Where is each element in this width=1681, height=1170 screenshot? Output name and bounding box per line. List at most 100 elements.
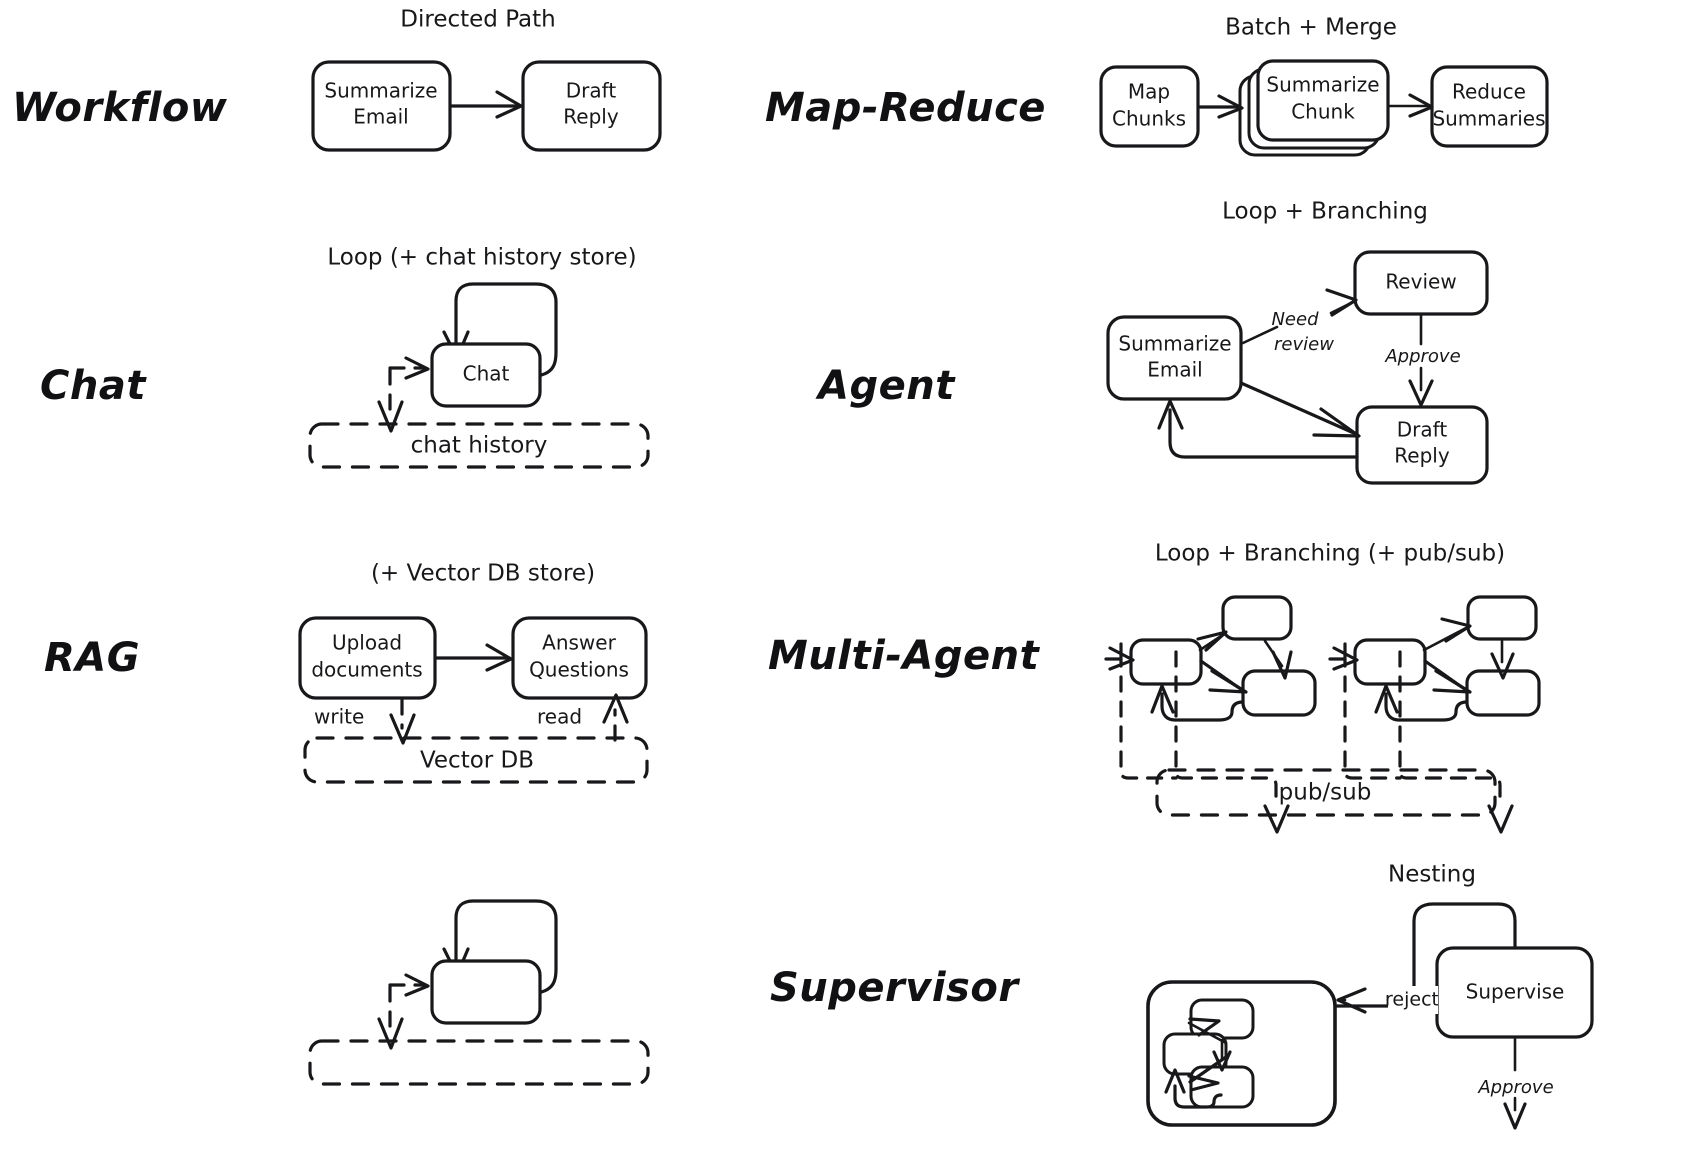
node-upload-documents-line1: Upload bbox=[332, 631, 402, 655]
store-vector-db-label: Vector DB bbox=[420, 748, 534, 774]
node-answer-questions[interactable] bbox=[511, 616, 648, 700]
arrowhead-nested-right-loopback bbox=[1164, 1068, 1186, 1094]
arrowhead-nested-top-to-right bbox=[1212, 1050, 1232, 1072]
arrowhead-agent-draft-loopback bbox=[1157, 399, 1184, 430]
arrowhead-supervise-reject bbox=[1336, 987, 1367, 1014]
caption-multi-agent: Loop + Branching (+ pub/sub) bbox=[1155, 541, 1505, 567]
edge-label-approve-supervisor: Approve bbox=[1477, 1077, 1553, 1098]
store-pubsub-label: pub/sub bbox=[1279, 780, 1372, 806]
arrowhead-b-right-loopback bbox=[1374, 684, 1399, 714]
node-summarize-chunk-line2: Chunk bbox=[1291, 100, 1355, 124]
arrowhead-thinkhistory-to-think bbox=[404, 973, 430, 997]
cluster-b-node-left[interactable] bbox=[1353, 638, 1427, 686]
arrowhead-summarize-to-draft bbox=[495, 90, 523, 119]
arrowhead-a-into-left bbox=[1108, 646, 1135, 671]
arrowhead-a-right-loopback bbox=[1150, 684, 1175, 714]
edge-nested-left-to-top bbox=[1187, 1021, 1228, 1045]
panel-cot bbox=[308, 899, 650, 1086]
edge-agent-need-review-stub bbox=[1241, 325, 1279, 345]
edge-label-need-review-line2: review bbox=[1274, 334, 1334, 355]
store-pubsub[interactable] bbox=[1155, 768, 1497, 817]
node-agent-draft-reply-line2: Reply bbox=[1394, 444, 1450, 468]
edge-label-read: read bbox=[537, 705, 582, 729]
arrowhead-b-top-to-right bbox=[1490, 652, 1515, 680]
node-map-chunks-line1: Map bbox=[1128, 80, 1170, 104]
multi-agent-cluster-a bbox=[1104, 595, 1317, 834]
node-summarize-chunk-line1: Summarize bbox=[1266, 73, 1379, 97]
node-map-chunks-line2: Chunks bbox=[1112, 107, 1186, 131]
panel-chat: Chat Loop (+ chat history store) Chat ch… bbox=[40, 245, 650, 469]
arrowhead-b-left-to-top bbox=[1440, 617, 1472, 643]
edge-label-approve: Approve bbox=[1384, 346, 1460, 367]
node-draft-reply[interactable] bbox=[521, 60, 662, 152]
panel-multi-agent: Multi-Agent Loop + Branching (+ pub/sub) bbox=[768, 541, 1541, 834]
arrowhead-summarize-to-reduce bbox=[1408, 93, 1434, 118]
panel-map-reduce: Map-Reduce Batch + Merge Map Chunks Summ… bbox=[765, 15, 1549, 157]
arrowhead-nested-left-to-top bbox=[1188, 1017, 1221, 1037]
node-draft-reply-line1: Draft bbox=[566, 79, 617, 103]
arrowhead-chathistory-to-chat bbox=[404, 356, 430, 380]
edge-b-bus-to-pubsub bbox=[1398, 650, 1502, 800]
cluster-a-node-top[interactable] bbox=[1221, 595, 1293, 641]
row-label-chat: Chat bbox=[40, 363, 147, 409]
edge-label-write: write bbox=[314, 705, 364, 729]
row-label-rag: RAG bbox=[44, 635, 140, 681]
node-summarize-email-line1: Summarize bbox=[324, 79, 437, 103]
node-agent-review[interactable] bbox=[1353, 250, 1489, 316]
arrowhead-read bbox=[602, 693, 629, 724]
edge-chat-self-loop bbox=[454, 282, 558, 380]
cluster-a-node-right[interactable] bbox=[1241, 669, 1317, 717]
edge-b-bus-left-wrap bbox=[1343, 650, 1402, 780]
node-draft-reply-line2: Reply bbox=[563, 105, 619, 129]
arrowhead-b-into-left bbox=[1332, 646, 1359, 671]
edge-think-self-loop bbox=[454, 899, 558, 997]
panel-workflow: Workflow Directed Path Summarize Email D… bbox=[12, 7, 662, 152]
row-label-multi-agent: Multi-Agent bbox=[768, 633, 1041, 679]
node-agent-summarize-email[interactable] bbox=[1106, 315, 1243, 401]
node-upload-documents-line2: documents bbox=[311, 658, 422, 682]
node-answer-questions-line2: Questions bbox=[529, 658, 629, 682]
row-label-supervisor: Supervisor bbox=[770, 965, 1020, 1011]
cluster-b-node-top[interactable] bbox=[1466, 595, 1538, 641]
edge-nested-right-loopback bbox=[1173, 1084, 1223, 1109]
row-label-map-reduce: Map-Reduce bbox=[765, 85, 1046, 131]
edge-agent-draft-loopback bbox=[1168, 408, 1359, 459]
arrowhead-upload-to-answer bbox=[485, 643, 513, 672]
node-chat[interactable] bbox=[430, 342, 542, 408]
panel-agent: Agent Loop + Branching Summarize Email R… bbox=[815, 199, 1489, 485]
row-label-workflow: Workflow bbox=[12, 85, 228, 131]
arrowhead-chat-to-chathistory bbox=[377, 400, 404, 433]
caption-chat: Loop (+ chat history store) bbox=[327, 245, 636, 271]
row-label-agent: Agent bbox=[815, 363, 956, 409]
node-upload-documents[interactable] bbox=[298, 616, 437, 700]
node-agent-draft-reply[interactable] bbox=[1355, 405, 1489, 485]
node-answer-questions-line1: Answer bbox=[542, 631, 616, 655]
edge-b-right-loopback bbox=[1384, 692, 1469, 722]
node-summarize-email-line2: Email bbox=[353, 105, 409, 129]
edge-a-bus-to-pubsub bbox=[1174, 650, 1278, 800]
node-reduce-summaries-line1: Reduce bbox=[1452, 80, 1526, 104]
arrowhead-supervise-approve bbox=[1503, 1102, 1527, 1130]
edge-a-right-loopback bbox=[1160, 692, 1245, 722]
multi-agent-cluster-b bbox=[1328, 595, 1541, 834]
node-agent-review-label: Review bbox=[1385, 270, 1456, 294]
caption-map-reduce: Batch + Merge bbox=[1225, 15, 1397, 41]
arrowhead-a-top-to-right bbox=[1271, 650, 1293, 680]
caption-supervisor: Nesting bbox=[1388, 862, 1476, 888]
node-summarize-chunk[interactable] bbox=[1256, 59, 1390, 142]
node-think[interactable] bbox=[430, 959, 542, 1025]
arrowhead-a-to-pubsub bbox=[1263, 804, 1290, 834]
panel-rag: RAG (+ Vector DB store) Upload documents… bbox=[44, 561, 649, 784]
node-agent-summarize-email-line1: Summarize bbox=[1118, 332, 1231, 356]
arrowhead-think-to-thinkhistory bbox=[377, 1017, 404, 1050]
reject-label-backdrop bbox=[1388, 986, 1438, 1014]
edge-agent-summarize-to-draft bbox=[1239, 381, 1358, 436]
node-agent-draft-reply-line1: Draft bbox=[1397, 418, 1448, 442]
cluster-a-node-left[interactable] bbox=[1129, 638, 1203, 686]
store-vector-db[interactable] bbox=[303, 736, 649, 784]
store-chat-history[interactable] bbox=[308, 422, 650, 469]
node-chat-label: Chat bbox=[463, 362, 510, 386]
store-think-history[interactable] bbox=[308, 1039, 650, 1086]
